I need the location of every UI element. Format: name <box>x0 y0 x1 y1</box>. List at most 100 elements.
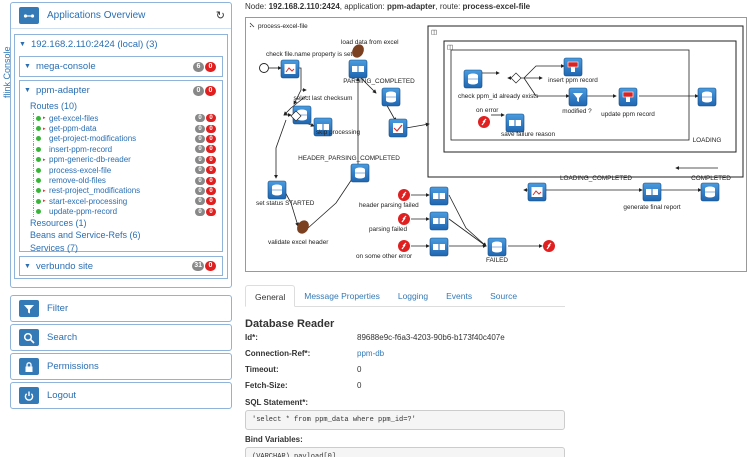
football-icon[interactable] <box>295 218 312 236</box>
refresh-icon[interactable]: ↻ <box>215 10 225 22</box>
svg-text:◫: ◫ <box>447 44 453 51</box>
error-end-icon[interactable] <box>543 240 555 252</box>
tab-general[interactable]: General <box>245 285 296 307</box>
node-item[interactable]: ▼192.168.2.110:2424 (local) (3) <box>15 35 227 53</box>
header-parsing-node[interactable] <box>350 163 370 183</box>
route-diagram[interactable]: process-excel-file ◫ ◫ check file.name p… <box>245 17 747 272</box>
search-button[interactable]: Search <box>10 324 232 351</box>
property-key: Id*: <box>245 333 258 342</box>
checksum-choice[interactable] <box>290 110 302 122</box>
start-node[interactable] <box>259 63 269 73</box>
parsing-completed-node[interactable] <box>381 87 401 107</box>
route-label: start-excel-processing <box>49 196 128 206</box>
filter-icon <box>19 300 39 317</box>
status-dot-icon <box>36 157 41 163</box>
parsing-failed-handler-node[interactable] <box>429 211 449 231</box>
parsing-step-node[interactable] <box>388 118 408 138</box>
status-dot-icon <box>36 167 41 173</box>
tab-source[interactable]: Source <box>490 291 518 301</box>
applications-panel: Applications Overview ↻ ▼192.168.2.110:2… <box>10 2 232 288</box>
filter-button[interactable]: Filter <box>10 295 232 322</box>
error-badge: 0 <box>206 134 216 143</box>
status-dot-icon <box>36 146 41 152</box>
property-key: Connection-Ref*: <box>245 349 311 358</box>
failed-node[interactable] <box>487 237 507 257</box>
node-label: update ppm record <box>601 111 655 118</box>
count-badge: 0 <box>195 145 205 154</box>
applications-header[interactable]: Applications Overview ↻ <box>11 3 231 29</box>
football-icon[interactable] <box>350 42 367 60</box>
set-status-node[interactable] <box>267 180 287 200</box>
count-badge: 0 <box>195 166 205 175</box>
ppm-exists-choice[interactable] <box>510 72 522 84</box>
power-icon <box>19 387 39 404</box>
services-link[interactable]: Services (7) <box>30 242 79 253</box>
error-badge: 0 <box>206 166 216 175</box>
logout-button[interactable]: Logout <box>10 382 232 409</box>
modified-filter-node[interactable] <box>568 87 588 107</box>
error-badge: 0 <box>206 207 216 216</box>
count-badge: 0 <box>195 186 205 195</box>
error-event-icon[interactable] <box>478 116 490 128</box>
error-event-icon[interactable] <box>398 240 410 252</box>
error-badge: 0 <box>206 124 216 133</box>
node-label: COMPLETED <box>691 175 731 182</box>
other-error-handler-node[interactable] <box>429 237 449 257</box>
resources-link[interactable]: Resources (1) <box>30 217 87 228</box>
loading-completed-node[interactable] <box>527 182 547 202</box>
error-event-icon[interactable] <box>398 189 410 201</box>
node-label: check ppm_id already exists <box>458 93 538 100</box>
count-badge: 0 <box>195 114 205 123</box>
completed-node[interactable] <box>700 182 720 202</box>
start-arrow-icon: ▸ <box>43 198 46 205</box>
update-ppm-node[interactable] <box>618 87 638 107</box>
insert-ppm-node[interactable] <box>563 57 583 77</box>
permissions-button[interactable]: Permissions <box>10 353 232 380</box>
sql-statement[interactable]: 'select * from ppm_data where ppm_id=?' <box>245 410 565 430</box>
tab-logging[interactable]: Logging <box>397 291 429 301</box>
detail-tabs: General Message Properties Logging Events So… <box>245 285 565 307</box>
final-report-node[interactable] <box>642 182 662 202</box>
skip-processing-node[interactable] <box>313 117 333 137</box>
save-failure-node[interactable] <box>505 113 525 133</box>
share-icon <box>19 7 39 24</box>
header-failed-handler-node[interactable] <box>429 186 449 206</box>
route-label: get-ppm-data <box>49 124 97 134</box>
start-arrow-icon: ▸ <box>43 187 46 194</box>
error-event-icon[interactable] <box>398 213 410 225</box>
beans-link[interactable]: Beans and Service-Refs (6) <box>30 230 141 241</box>
start-arrow-icon: ▸ <box>43 125 46 132</box>
error-badge: 0 <box>205 85 216 96</box>
count-badge: 0 <box>195 207 205 216</box>
load-excel-node[interactable] <box>348 59 368 79</box>
bind-variables[interactable]: (VARCHAR) payload[0] <box>245 447 565 457</box>
tab-events[interactable]: Events <box>446 291 473 301</box>
check-property-node[interactable] <box>280 59 300 79</box>
route-label: get-excel-files <box>49 113 99 123</box>
route-label: process-excel-file <box>49 165 112 175</box>
count-badge: 0 <box>195 155 205 164</box>
node-label: 192.168.2.110:2424 (local) (3) <box>30 38 158 50</box>
tab-message-properties[interactable]: Message Properties <box>304 291 380 301</box>
node-label: on error <box>476 107 499 114</box>
property-value[interactable]: ppm-db <box>357 349 385 358</box>
node-label: PARSING_COMPLETED <box>343 78 415 85</box>
node-label: validate excel header <box>268 239 329 246</box>
loading-node[interactable] <box>697 87 717 107</box>
routes-label[interactable]: Routes (10) <box>30 101 78 111</box>
check-ppm-node[interactable] <box>463 69 483 89</box>
